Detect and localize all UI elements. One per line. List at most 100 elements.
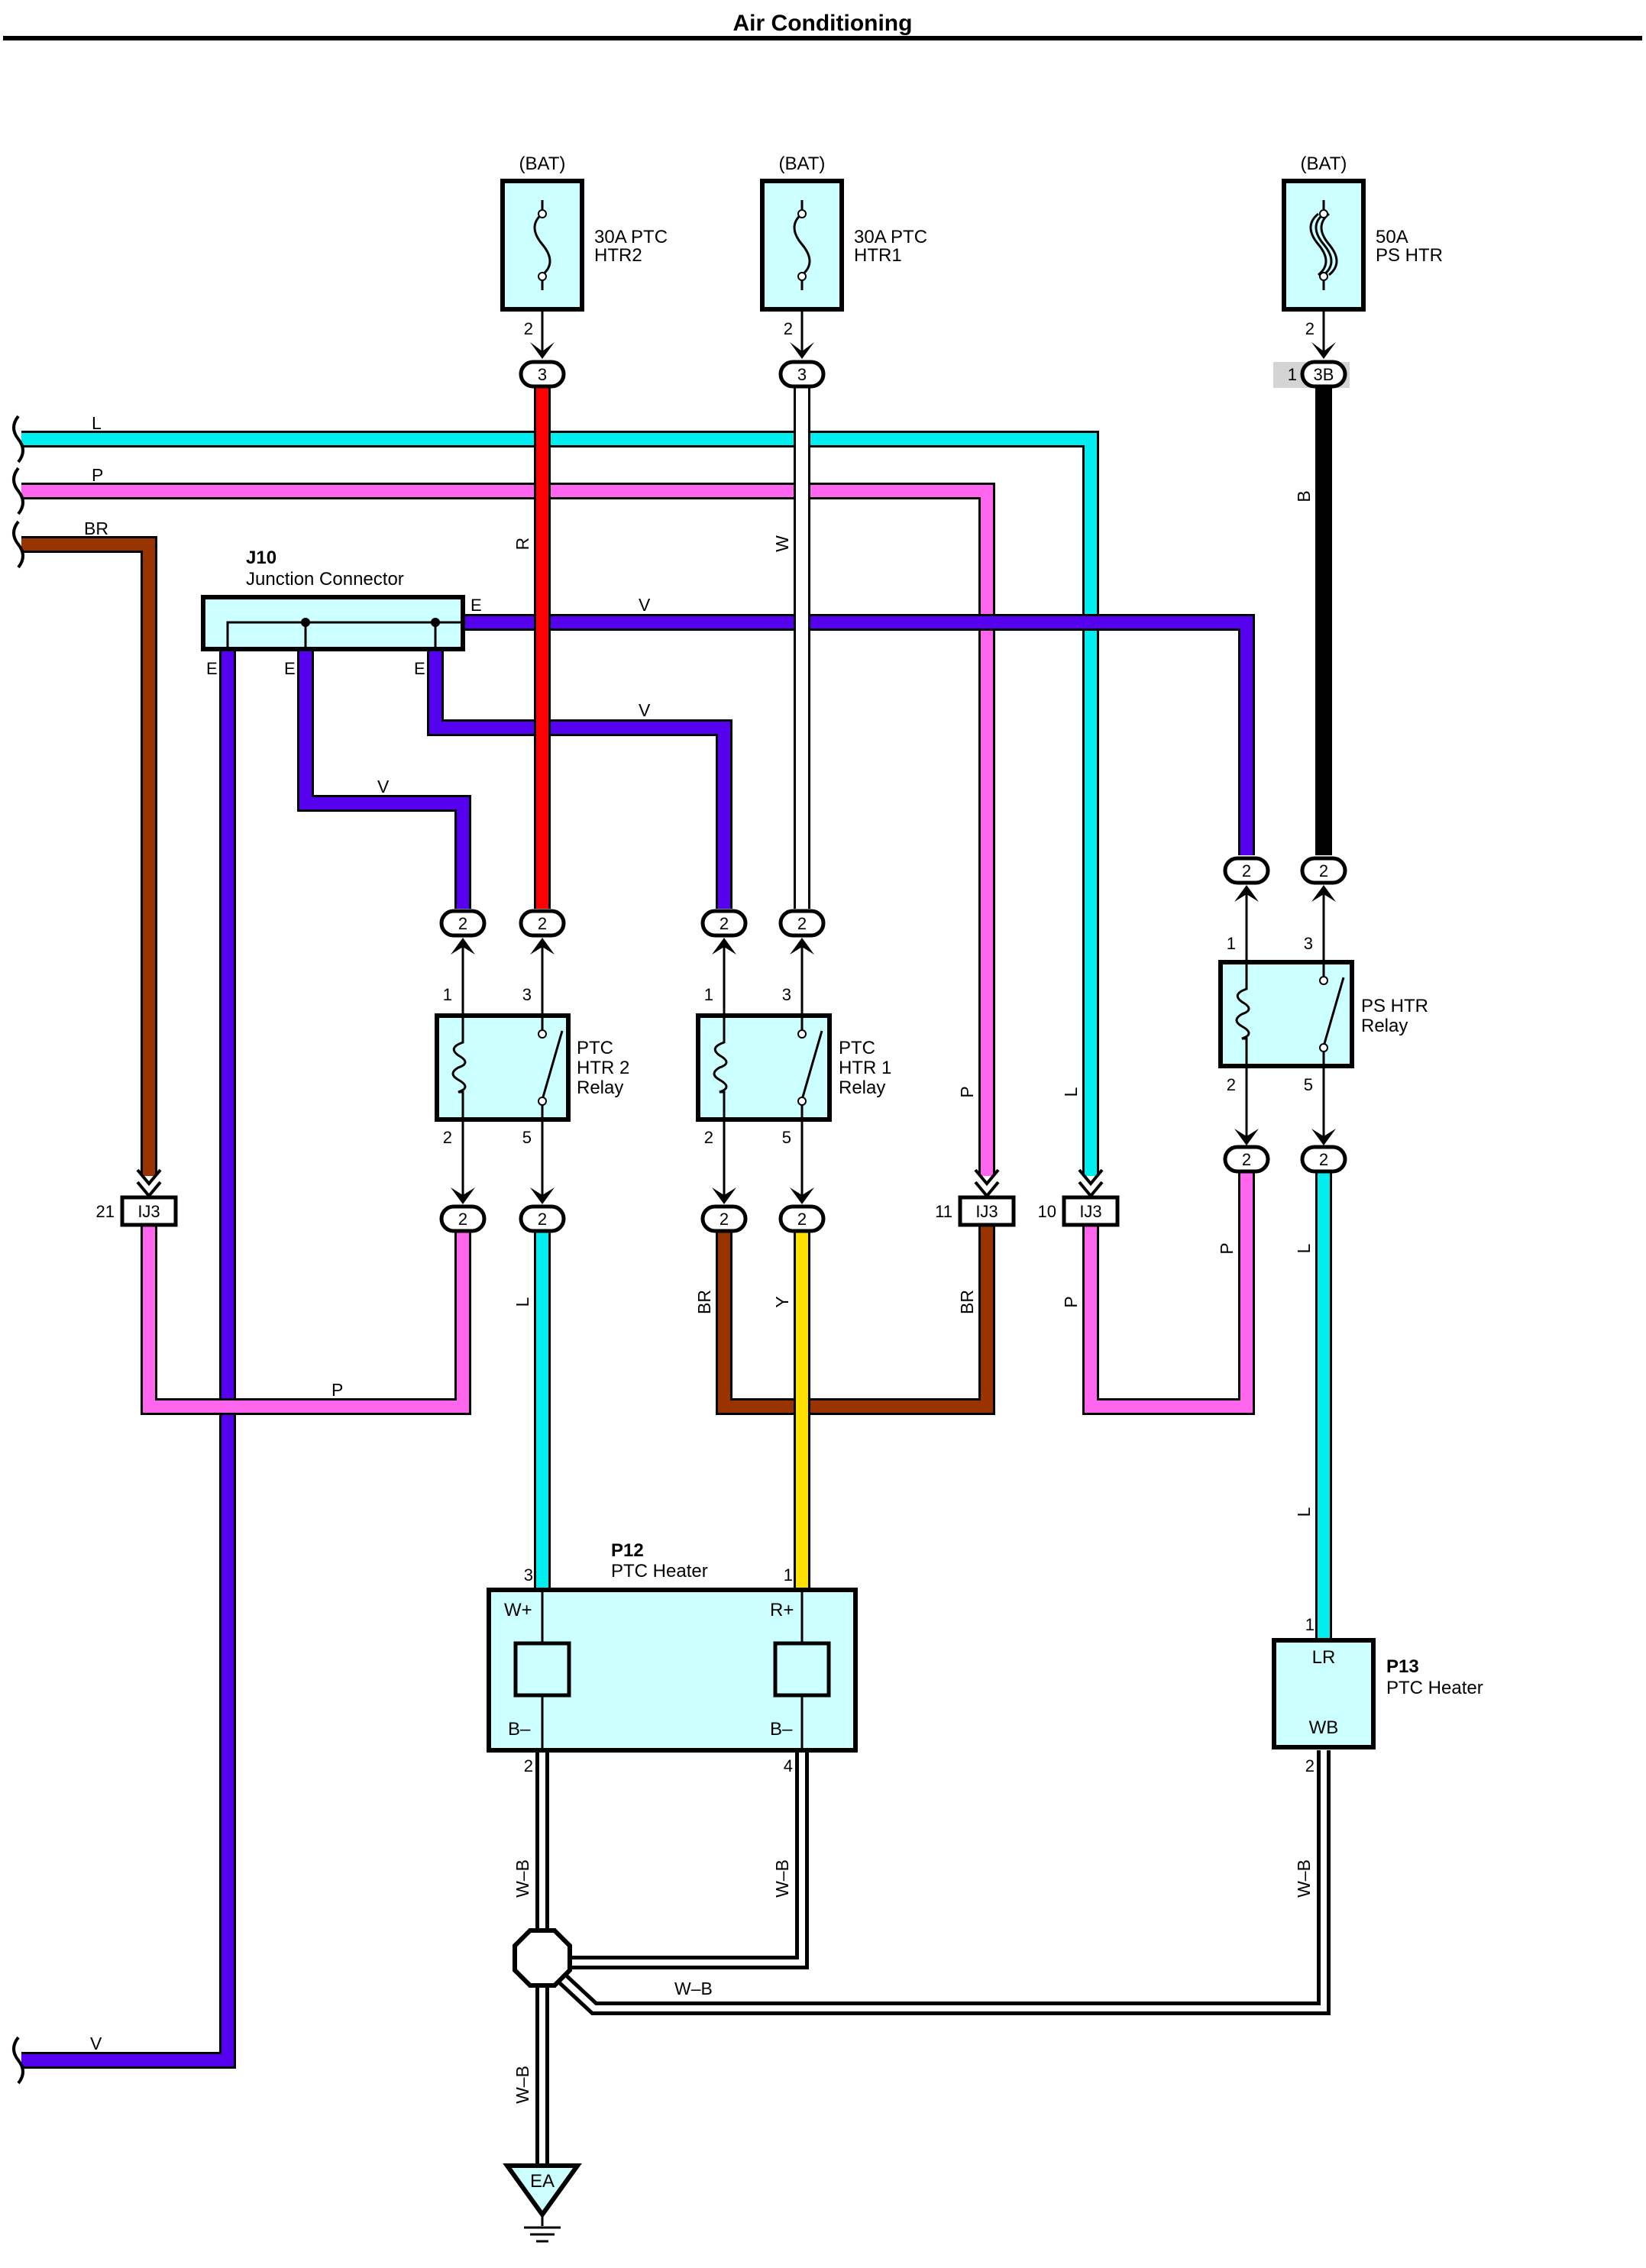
svg-text:PTC: PTC — [839, 1038, 875, 1058]
break-p — [12, 467, 24, 515]
fuse-ps-htr: (BAT) 50A PS HTR — [1282, 153, 1443, 312]
svg-text:2: 2 — [458, 914, 467, 933]
relay-ptc-htr2: 2 2 1 3 PTC HTR 2 Relay 2 5 2 2 — [435, 909, 629, 1233]
svg-text:L: L — [92, 413, 102, 433]
svg-text:V: V — [639, 595, 651, 615]
svg-text:L: L — [1061, 1087, 1081, 1097]
svg-text:30A PTC: 30A PTC — [854, 227, 927, 247]
svg-text:21: 21 — [96, 1202, 115, 1221]
wire-p-bottom-left — [141, 1226, 471, 1415]
svg-text:IJ3: IJ3 — [975, 1202, 998, 1221]
break-br — [12, 520, 24, 569]
svg-text:Relay: Relay — [839, 1077, 885, 1098]
svg-text:J10: J10 — [246, 548, 276, 568]
svg-text:5: 5 — [522, 1128, 532, 1147]
svg-text:(BAT): (BAT) — [779, 153, 826, 174]
svg-text:E: E — [471, 596, 482, 615]
svg-text:B–: B– — [508, 1719, 531, 1740]
svg-text:PTC: PTC — [577, 1038, 613, 1058]
svg-text:EA: EA — [530, 2171, 555, 2192]
svg-text:10: 10 — [1038, 1202, 1056, 1221]
svg-text:1: 1 — [443, 985, 452, 1004]
svg-text:W–B: W–B — [1294, 1859, 1314, 1898]
ij3-connectors: IJ3 21 IJ3 11 IJ3 10 — [96, 1168, 1120, 1227]
svg-text:R: R — [513, 538, 532, 551]
svg-text:B: B — [1294, 490, 1314, 502]
svg-text:P: P — [1217, 1242, 1237, 1254]
svg-text:1: 1 — [704, 985, 713, 1004]
svg-text:W: W — [772, 535, 792, 552]
page-title: Air Conditioning — [733, 11, 913, 36]
svg-text:30A PTC: 30A PTC — [594, 227, 668, 247]
svg-text:BR: BR — [694, 1290, 714, 1314]
fuse-ptc-htr1: (BAT) 30A PTC HTR1 — [760, 153, 927, 312]
svg-text:B–: B– — [770, 1719, 793, 1740]
svg-text:1: 1 — [1305, 1615, 1315, 1634]
svg-text:E: E — [414, 659, 425, 678]
svg-text:2: 2 — [1305, 1756, 1315, 1775]
wire-wb-p13 — [556, 1750, 1331, 2015]
svg-text:3: 3 — [1304, 934, 1313, 953]
svg-text:(BAT): (BAT) — [1301, 153, 1347, 174]
svg-text:L: L — [513, 1297, 532, 1307]
svg-text:PS HTR: PS HTR — [1376, 245, 1443, 266]
svg-text:2: 2 — [1319, 861, 1328, 880]
svg-text:Y: Y — [772, 1296, 792, 1307]
ground-splice — [513, 1928, 572, 1988]
svg-text:L: L — [1294, 1507, 1314, 1517]
svg-text:BR: BR — [84, 519, 108, 538]
wire-breaks — [12, 415, 24, 2085]
svg-text:3: 3 — [522, 985, 532, 1004]
svg-text:L: L — [1294, 1243, 1314, 1253]
heater-p13: 1 LR WB P13 PTC Heater 2 — [1272, 1615, 1483, 1775]
svg-text:IJ3: IJ3 — [1079, 1202, 1101, 1221]
svg-text:2: 2 — [443, 1128, 452, 1147]
wire-br-top — [21, 536, 157, 1176]
svg-text:V: V — [90, 2034, 102, 2053]
svg-text:5: 5 — [1304, 1075, 1313, 1094]
svg-text:4: 4 — [784, 1756, 793, 1775]
svg-text:P: P — [92, 465, 103, 485]
wire-v-j10 — [463, 614, 1255, 855]
svg-text:3: 3 — [797, 365, 807, 384]
svg-text:W–B: W–B — [674, 1979, 713, 1998]
svg-text:P: P — [331, 1380, 343, 1400]
svg-text:P12: P12 — [611, 1540, 644, 1561]
heater-p12: P12 PTC Heater 3 1 W+ R+ B– B– 2 4 — [487, 1540, 858, 1775]
svg-text:HTR2: HTR2 — [594, 245, 642, 266]
relay-ptc-htr1: 2 2 1 3 PTC HTR 1 Relay 2 5 2 2 — [696, 909, 891, 1233]
svg-text:W–B: W–B — [513, 1859, 532, 1898]
svg-text:3: 3 — [524, 1565, 533, 1585]
svg-text:2: 2 — [1227, 1075, 1236, 1094]
svg-text:E: E — [284, 659, 296, 678]
svg-text:2: 2 — [1242, 1150, 1251, 1169]
svg-text:2: 2 — [538, 914, 547, 933]
break-v — [12, 2036, 24, 2085]
svg-text:2: 2 — [524, 1756, 533, 1775]
svg-text:LR: LR — [1312, 1647, 1336, 1668]
ground-ea: EA — [503, 2163, 582, 2243]
svg-text:P: P — [957, 1086, 977, 1097]
fuse-outputs: 2 2 2 3 3 3B 1 — [519, 309, 1350, 389]
svg-text:HTR 1: HTR 1 — [839, 1058, 891, 1078]
svg-text:3: 3 — [538, 365, 547, 384]
svg-text:2: 2 — [1305, 319, 1315, 338]
svg-text:PTC Heater: PTC Heater — [611, 1561, 708, 1581]
svg-text:2: 2 — [458, 1210, 467, 1229]
wire-v-relay1 — [427, 645, 732, 909]
relay-ps-htr: 2 2 1 3 PS HTR Relay 2 5 2 2 — [1218, 856, 1428, 1174]
svg-text:2: 2 — [720, 914, 729, 933]
svg-text:5: 5 — [782, 1128, 791, 1147]
fuse-ptc-htr2: (BAT) 30A PTC HTR2 — [500, 153, 668, 312]
svg-text:BR: BR — [957, 1290, 977, 1314]
wire-labels: L P BR V V V V P W–B R W B P L L BR Y BR… — [84, 413, 1314, 2104]
break-l — [12, 415, 24, 464]
svg-text:2: 2 — [797, 1210, 807, 1229]
svg-text:Relay: Relay — [1361, 1016, 1408, 1036]
svg-text:3: 3 — [782, 985, 791, 1004]
svg-text:Relay: Relay — [577, 1077, 623, 1098]
svg-text:2: 2 — [1319, 1150, 1328, 1169]
svg-text:2: 2 — [704, 1128, 713, 1147]
svg-text:V: V — [377, 777, 390, 796]
